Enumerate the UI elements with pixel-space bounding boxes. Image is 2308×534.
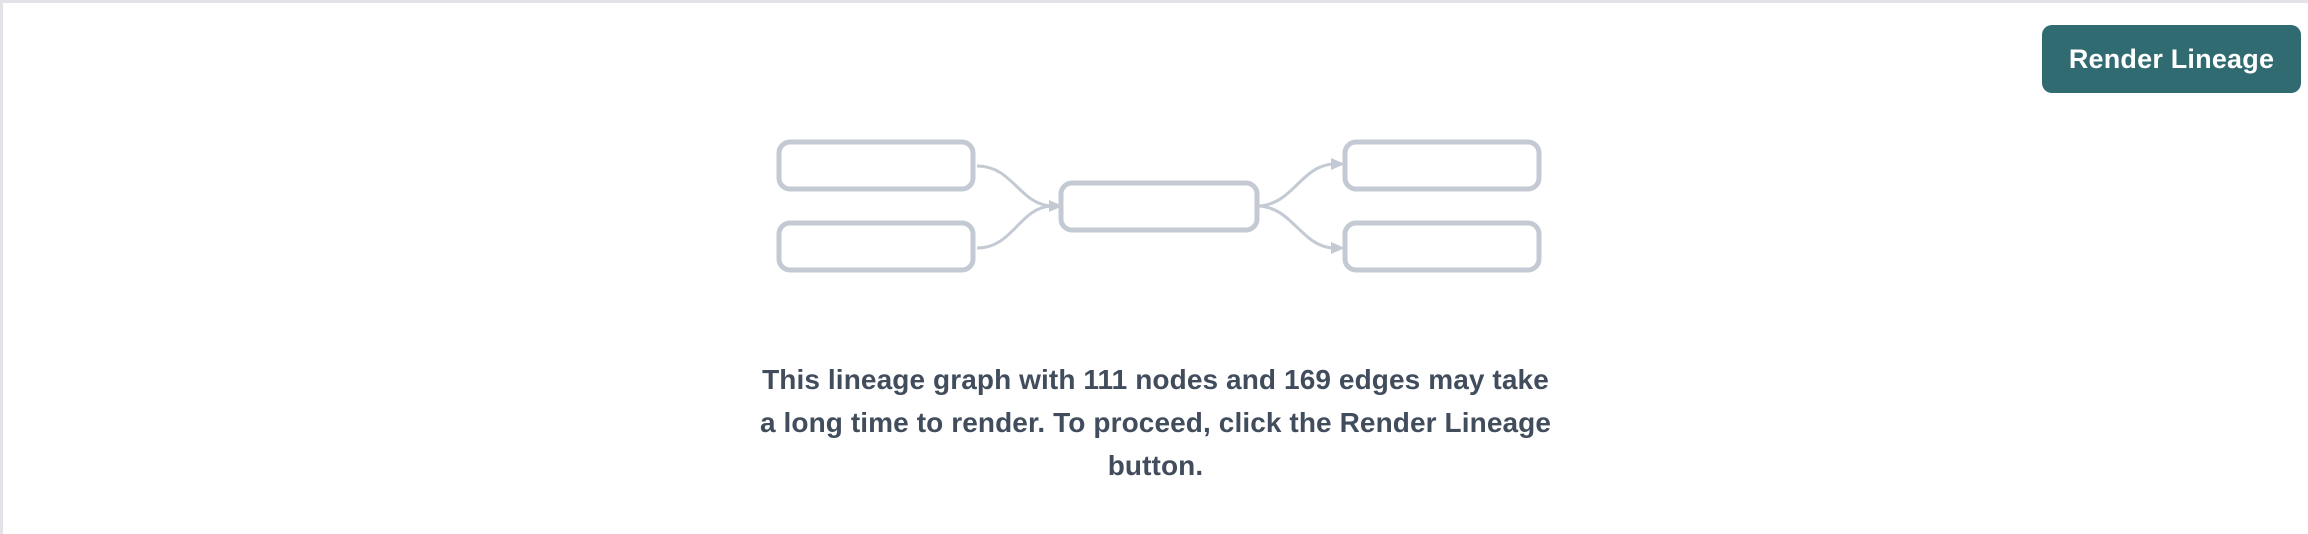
edge-upstream1-focus — [976, 164, 1052, 208]
lineage-node-upstream-2 — [776, 220, 976, 273]
lineage-node-downstream-1 — [1342, 139, 1542, 192]
lineage-empty-state: This lineage graph with 111 nodes and 16… — [3, 3, 2308, 534]
lineage-empty-state-message: This lineage graph with 111 nodes and 16… — [759, 364, 1552, 481]
lineage-node-focus — [1058, 180, 1260, 233]
edge-arrowhead-downstream1 — [1331, 158, 1345, 170]
lineage-node-downstream-2 — [1342, 220, 1542, 273]
edge-focus-downstream1 — [1258, 162, 1334, 208]
edge-upstream2-focus — [976, 204, 1052, 250]
lineage-node-upstream-1 — [776, 139, 976, 192]
lineage-graph-placeholder-illustration — [773, 128, 1563, 288]
edge-arrowhead-upstream1 — [1049, 200, 1063, 212]
edge-focus-downstream2 — [1258, 204, 1334, 250]
edge-arrowhead-downstream2 — [1331, 242, 1345, 254]
render-lineage-button[interactable]: Render Lineage — [2042, 25, 2301, 93]
